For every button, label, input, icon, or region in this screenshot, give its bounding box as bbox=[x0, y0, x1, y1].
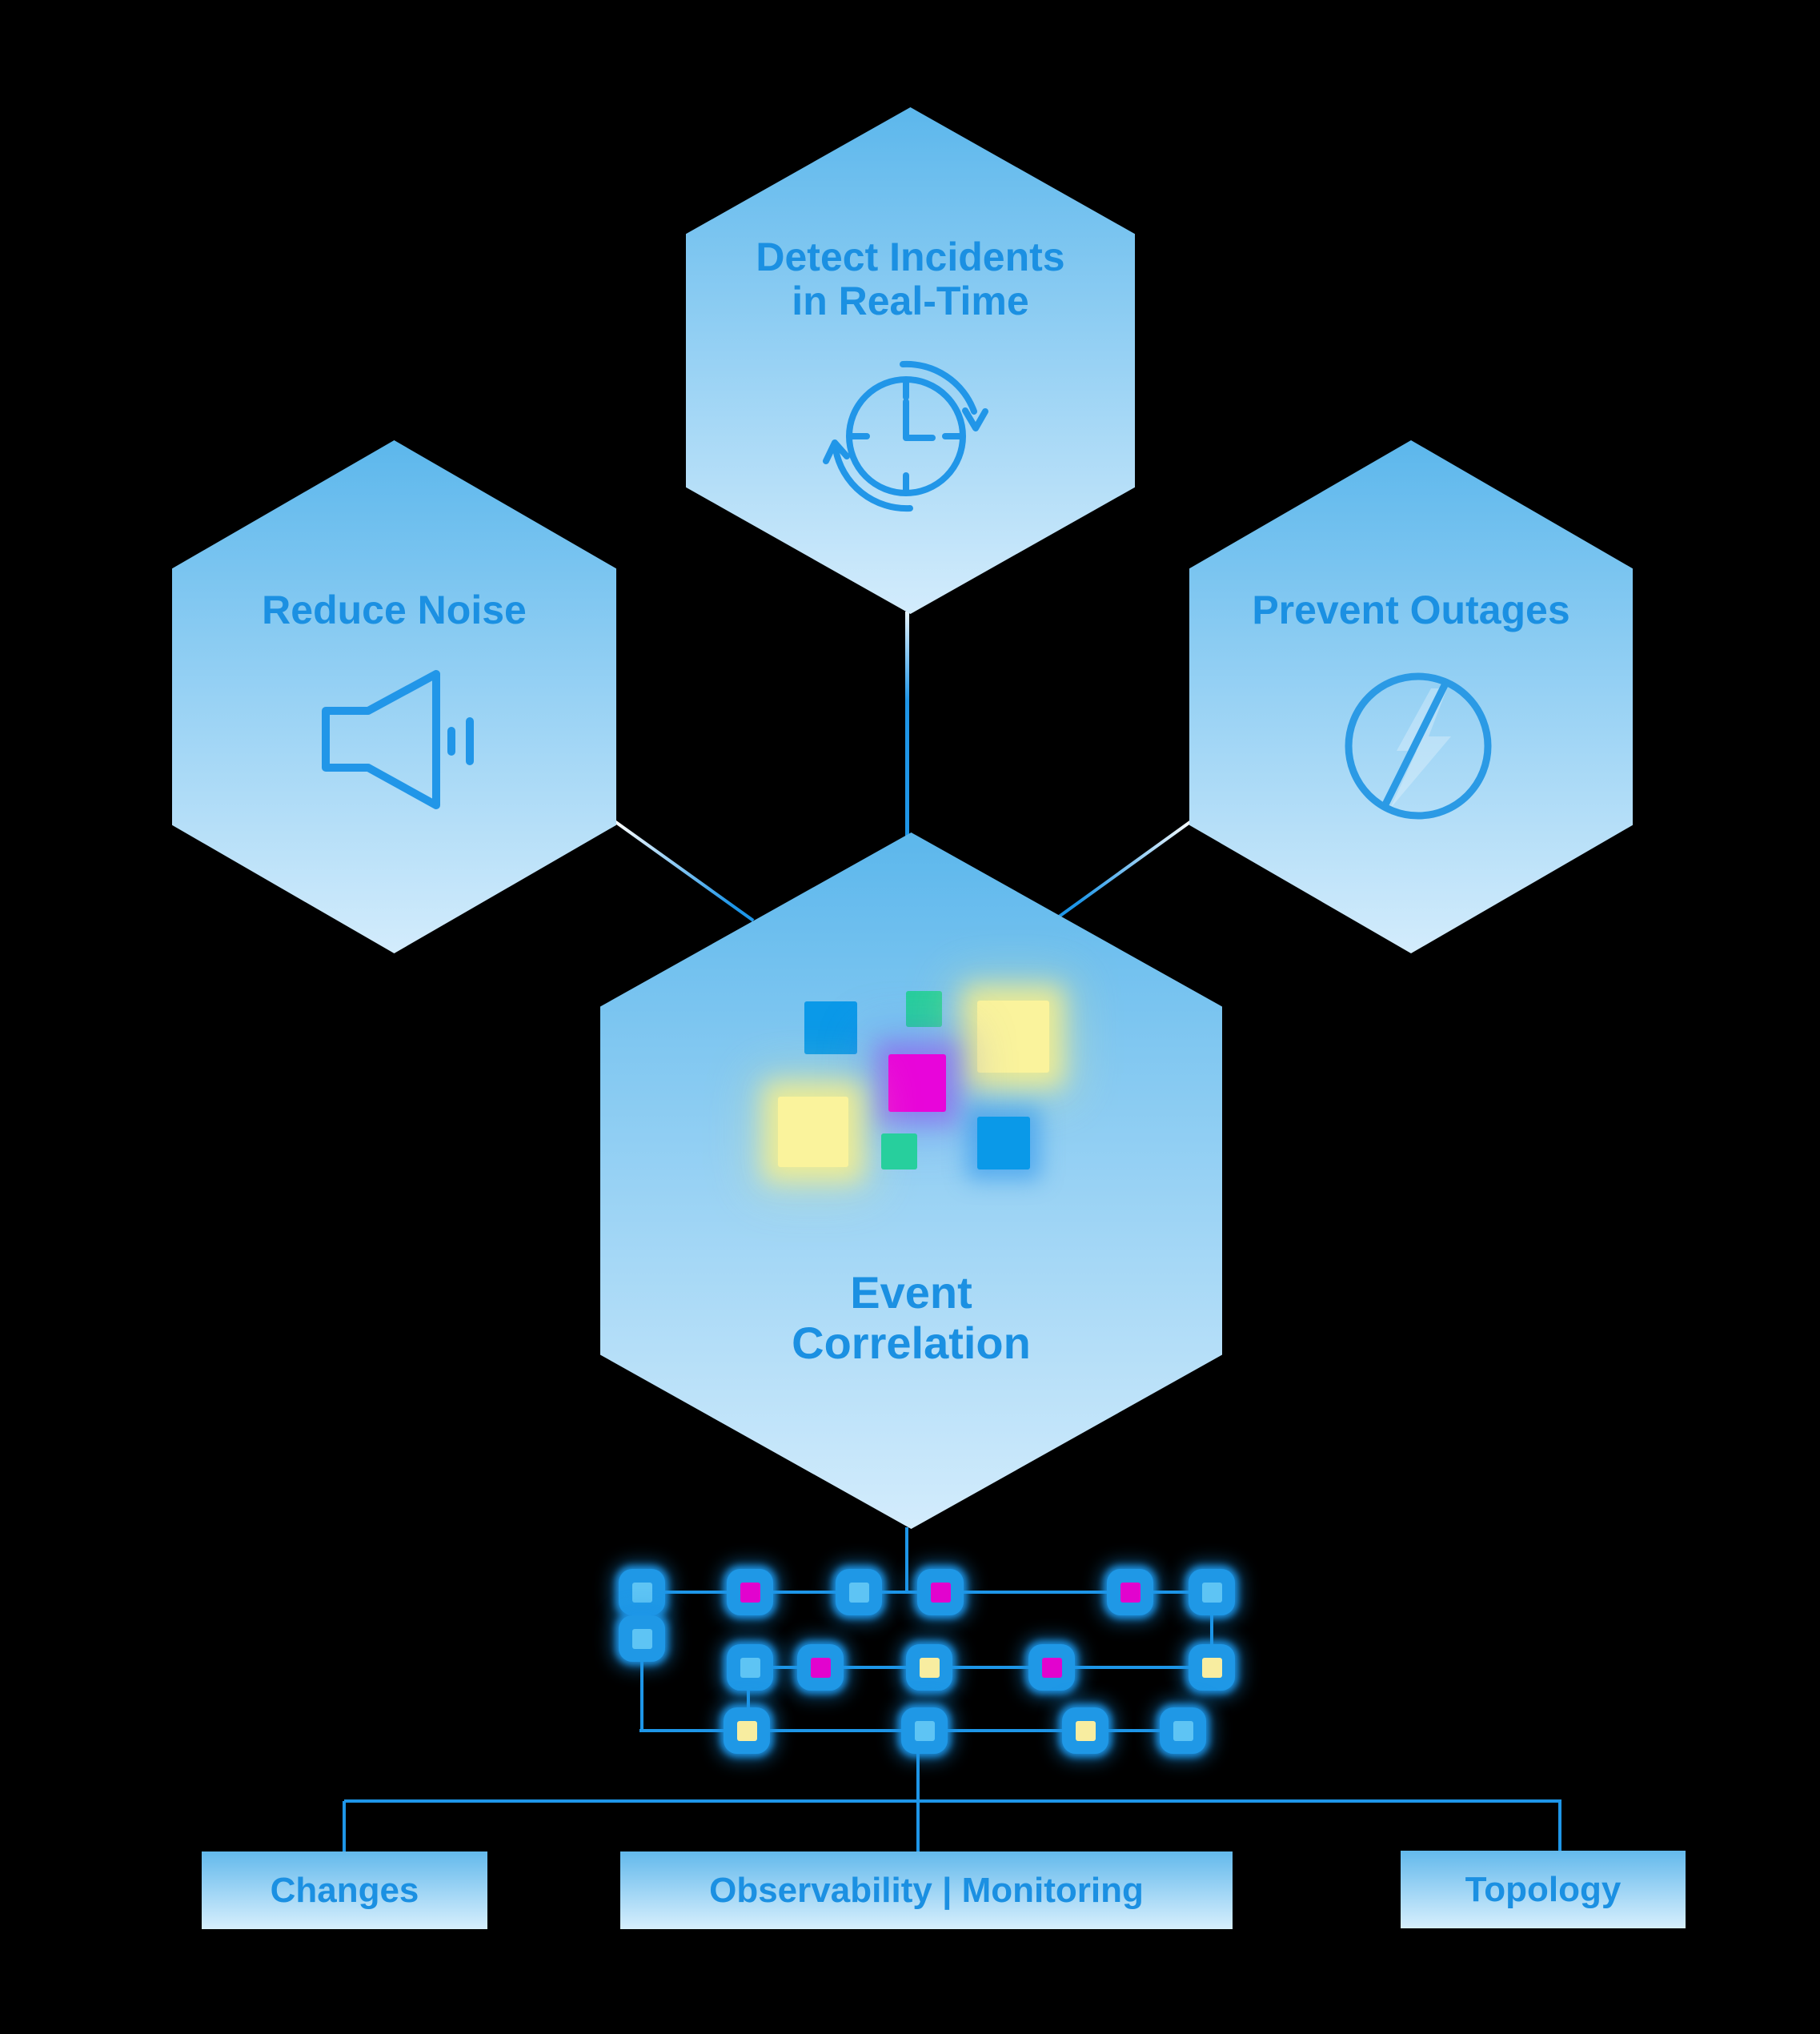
node-status-square bbox=[631, 1628, 652, 1649]
node-status-square bbox=[914, 1720, 935, 1741]
hexagon-detect-incidents bbox=[686, 107, 1135, 614]
event-square-green bbox=[881, 1133, 917, 1169]
node-status-square bbox=[810, 1657, 831, 1678]
event-node-critical bbox=[1107, 1569, 1153, 1615]
event-node-warning bbox=[724, 1707, 770, 1754]
lightning-bolt-shape bbox=[1390, 688, 1451, 808]
event-node-critical bbox=[797, 1644, 844, 1691]
event-node-warning bbox=[1062, 1707, 1108, 1754]
source-box-changes-label: Changes bbox=[270, 1870, 419, 1910]
detect-incidents-title-line1: Detect Incidents bbox=[756, 235, 1065, 279]
realtime-clock-icon bbox=[823, 360, 988, 512]
connector-line bbox=[344, 1799, 1561, 1803]
source-box-topology-label: Topology bbox=[1465, 1869, 1622, 1909]
prevent-outages-title-line1: Prevent Outages bbox=[1252, 588, 1570, 632]
node-status-square bbox=[736, 1720, 757, 1741]
event-node-info bbox=[836, 1569, 882, 1615]
connector-line bbox=[614, 820, 755, 922]
connector-line bbox=[916, 1731, 920, 1853]
event-correlation-title: Event Correlation bbox=[600, 1267, 1222, 1368]
event-node-info bbox=[1160, 1707, 1206, 1754]
connector-line bbox=[747, 1667, 750, 1732]
event-node-critical bbox=[917, 1569, 964, 1615]
connector-line bbox=[1057, 817, 1195, 919]
node-status-square bbox=[1201, 1657, 1222, 1678]
node-status-square bbox=[1075, 1720, 1096, 1741]
volume-low-icon bbox=[322, 670, 474, 809]
node-status-square bbox=[1173, 1720, 1193, 1741]
event-square-yellow bbox=[977, 1001, 1049, 1073]
node-status-square bbox=[740, 1657, 760, 1678]
node-status-square bbox=[740, 1582, 760, 1603]
source-box-observability-monitoring-label: Observability | Monitoring bbox=[709, 1870, 1144, 1910]
event-node-info bbox=[1189, 1569, 1235, 1615]
node-status-square bbox=[930, 1582, 951, 1603]
connector-line bbox=[750, 1666, 1212, 1669]
event-node-warning bbox=[1189, 1644, 1235, 1691]
event-node-info bbox=[619, 1615, 665, 1662]
event-node-critical bbox=[1028, 1644, 1075, 1691]
event-square-green bbox=[906, 991, 942, 1027]
event-square-yellow bbox=[778, 1097, 848, 1167]
event-node-info bbox=[727, 1644, 773, 1691]
connector-line bbox=[905, 612, 909, 836]
event-correlation-title-line1: Event bbox=[850, 1267, 972, 1318]
event-node-info bbox=[901, 1707, 948, 1754]
hexagon-prevent-outages bbox=[1189, 440, 1633, 953]
event-square-blue bbox=[977, 1117, 1030, 1169]
connector-line bbox=[905, 1527, 908, 1594]
source-box-topology: Topology bbox=[1401, 1851, 1686, 1928]
detect-incidents-title-line2: in Real-Time bbox=[792, 279, 1029, 323]
event-node-warning bbox=[906, 1644, 952, 1691]
detect-incidents-title: Detect Incidents in Real-Time bbox=[686, 235, 1135, 323]
reduce-noise-title: Reduce Noise bbox=[172, 588, 616, 632]
blocked-outage-icon bbox=[1345, 672, 1492, 820]
reduce-noise-title-line1: Reduce Noise bbox=[262, 588, 527, 632]
node-status-square bbox=[919, 1657, 940, 1678]
prevent-outages-title: Prevent Outages bbox=[1189, 588, 1633, 632]
hexagon-event-correlation bbox=[600, 832, 1222, 1529]
node-status-square bbox=[1041, 1657, 1062, 1678]
source-box-changes: Changes bbox=[202, 1851, 487, 1929]
node-status-square bbox=[631, 1582, 652, 1603]
event-node-critical bbox=[727, 1569, 773, 1615]
node-status-square bbox=[1201, 1582, 1222, 1603]
connector-line bbox=[1558, 1801, 1561, 1851]
event-square-blue bbox=[804, 1001, 857, 1054]
event-square-magenta bbox=[888, 1054, 946, 1112]
node-status-square bbox=[848, 1582, 869, 1603]
connector-line bbox=[343, 1801, 346, 1852]
connector-line bbox=[1210, 1592, 1213, 1669]
source-box-observability-monitoring: Observability | Monitoring bbox=[620, 1851, 1233, 1929]
event-node-info bbox=[619, 1569, 665, 1615]
event-correlation-title-line2: Correlation bbox=[792, 1318, 1031, 1368]
node-status-square bbox=[1120, 1582, 1141, 1603]
